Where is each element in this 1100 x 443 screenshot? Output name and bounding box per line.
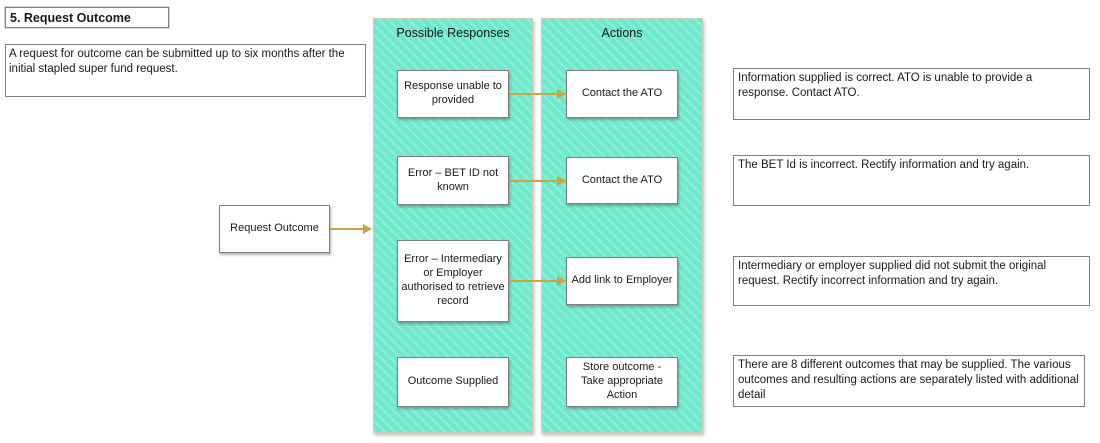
response-node-2: Error – BET ID not known: [397, 156, 509, 205]
action-node-4: Store outcome - Take appropriate Action: [566, 357, 678, 407]
action-label: Add link to Employer: [571, 274, 673, 287]
request-outcome-label: Request Outcome: [230, 222, 319, 235]
action-label: Store outcome - Take appropriate Action: [581, 361, 663, 401]
note-box-4: There are 8 different outcomes that may …: [733, 355, 1085, 407]
request-outcome-node: Request Outcome: [219, 205, 330, 253]
diagram-title: 5. Request Outcome: [4, 6, 170, 29]
connector-arrow-row3: [509, 276, 566, 286]
action-label: Contact the ATO: [581, 173, 663, 186]
note-box-1: Information supplied is correct. ATO is …: [733, 68, 1090, 120]
response-label: Outcome Supplied: [407, 375, 499, 388]
response-label: Error – BET ID not known: [407, 166, 499, 193]
response-label: Error – Intermediary or Employer authori…: [401, 253, 505, 307]
connector-arrow-row2: [509, 176, 566, 186]
response-label: Response unable to provided: [404, 80, 502, 106]
response-node-1: Response unable to provided: [397, 70, 509, 118]
note-box-2: The BET Id is incorrect. Rectify informa…: [733, 155, 1090, 206]
action-node-2: Contact the ATO: [566, 157, 678, 204]
response-node-3: Error – Intermediary or Employer authori…: [397, 240, 509, 322]
connector-arrow-row1: [510, 89, 566, 99]
action-node-3: Add link to Employer: [566, 257, 678, 305]
actions-header: Actions: [601, 26, 643, 40]
connector-arrow-source: [330, 224, 372, 234]
note-box-3: Intermediary or employer supplied did no…: [733, 256, 1090, 306]
action-label: Contact the ATO: [581, 87, 663, 100]
possible-responses-header: Possible Responses: [396, 26, 510, 40]
action-node-1: Contact the ATO: [566, 70, 678, 118]
response-node-4: Outcome Supplied: [397, 357, 509, 407]
description-box: A request for outcome can be submitted u…: [5, 44, 366, 97]
